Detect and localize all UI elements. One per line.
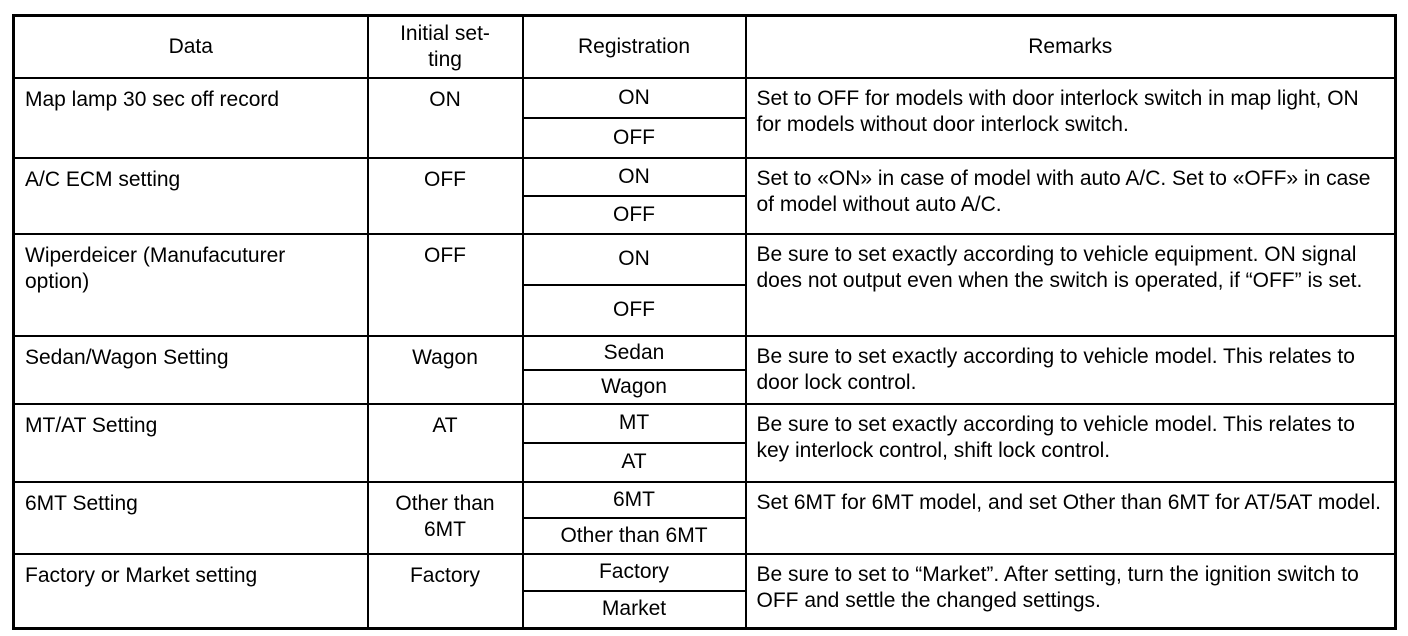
data-cell: Factory or Market setting [12,553,369,629]
registration-option-cell: ON [521,77,747,119]
registration-option-cell: Market [521,590,747,629]
registration-option-cell: Other than 6MT [521,517,747,555]
registration-option-cell: Factory [521,553,747,592]
table-row: Sedan/Wagon Setting Wagon Sedan Be sure … [12,335,1397,405]
registration-option-cell: AT [521,442,747,483]
registration-option-cell: Wagon [521,369,747,405]
table-row: 6MT Setting Other than 6MT 6MT Set 6MT f… [12,481,1397,555]
initial-setting-cell: AT [366,403,524,483]
registration-option-cell: ON [521,233,747,286]
remarks-cell: Be sure to set exactly according to vehi… [744,233,1397,337]
registration-option-cell: 6MT [521,481,747,519]
column-header-remarks: Remarks [744,14,1397,79]
table-row: MT/AT Setting AT MT Be sure to set exact… [12,403,1397,483]
remarks-cell: Set to OFF for models with door interloc… [744,77,1397,159]
table-row: Map lamp 30 sec off record ON ON Set to … [12,77,1397,159]
settings-registration-table: Data Initial set- ting Registration Rema… [12,14,1397,630]
remarks-cell: Be sure to set to “Market”. After settin… [744,553,1397,629]
table-row: Factory or Market setting Factory Factor… [12,553,1397,629]
registration-option-cell: OFF [521,284,747,337]
registration-option-cell: OFF [521,117,747,159]
table-row: A/C ECM setting OFF ON Set to «ON» in ca… [12,157,1397,235]
data-cell: Map lamp 30 sec off record [12,77,369,159]
registration-option-cell: ON [521,157,747,197]
remarks-cell: Be sure to set exactly according to vehi… [744,403,1397,483]
remarks-cell: Set to «ON» in case of model with auto A… [744,157,1397,235]
initial-setting-cell: Wagon [366,335,524,405]
initial-setting-cell: OFF [366,233,524,337]
data-cell: Sedan/Wagon Setting [12,335,369,405]
data-cell: A/C ECM setting [12,157,369,235]
column-header-data: Data [12,14,369,79]
initial-setting-cell: Other than 6MT [366,481,524,555]
initial-setting-cell: OFF [366,157,524,235]
initial-setting-cell: ON [366,77,524,159]
table-row: Wiperdeicer (Manufacuturer option) OFF O… [12,233,1397,337]
registration-option-cell: Sedan [521,335,747,371]
remarks-cell: Set 6MT for 6MT model, and set Other tha… [744,481,1397,555]
registration-option-cell: MT [521,403,747,444]
data-cell: Wiperdeicer (Manufacuturer option) [12,233,369,337]
table-header-row: Data Initial set- ting Registration Rema… [12,14,1397,79]
registration-option-cell: OFF [521,195,747,235]
initial-setting-cell: Factory [366,553,524,629]
data-cell: 6MT Setting [12,481,369,555]
column-header-initial-setting: Initial set- ting [366,14,524,79]
data-cell: MT/AT Setting [12,403,369,483]
remarks-cell: Be sure to set exactly according to vehi… [744,335,1397,405]
column-header-registration: Registration [521,14,747,79]
